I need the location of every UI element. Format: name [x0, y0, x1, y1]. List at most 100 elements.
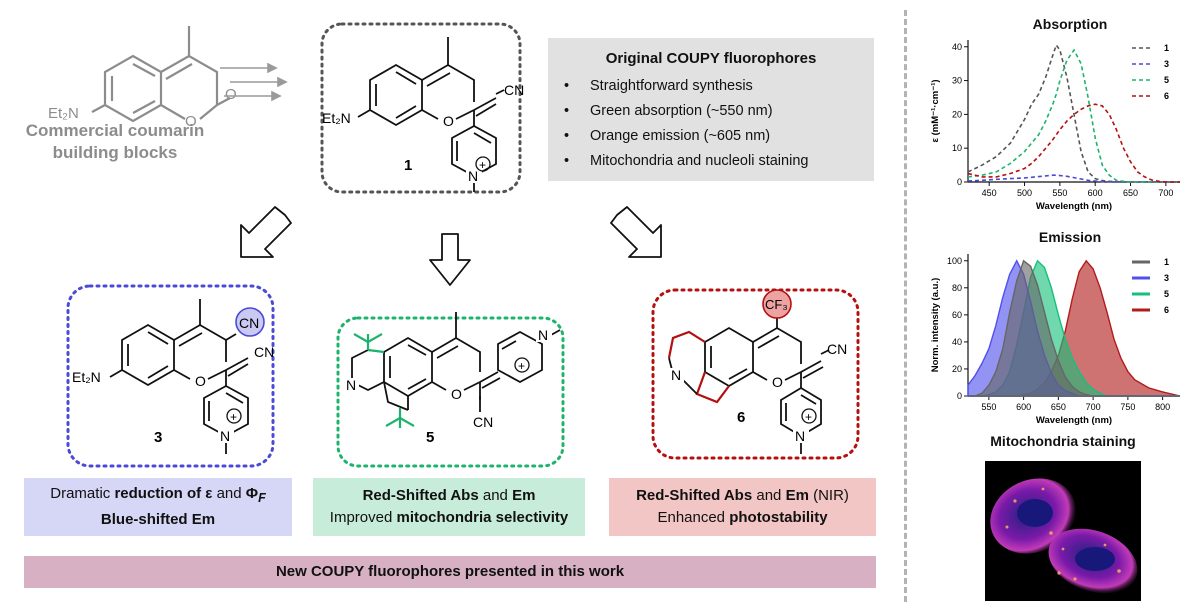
compound-3-structure: CN O CN Et₂N N + 3: [66, 284, 275, 468]
series-3-line: [967, 174, 1180, 183]
x-tick-label: 650: [1123, 188, 1138, 198]
x-axis-label: Wavelength (nm): [1036, 415, 1112, 426]
commercial-coumarin-line2: building blocks: [52, 143, 178, 162]
mitochondria-staining-image: [985, 461, 1141, 601]
cell-micrograph: [990, 478, 1138, 594]
legend-label: 6: [1164, 91, 1169, 101]
caption-text: and: [752, 487, 786, 504]
y-tick-label: 100: [947, 256, 962, 266]
info-item: Mitochondria and nucleoli staining: [564, 149, 808, 174]
info-item: Green absorption (~550 nm): [564, 99, 808, 124]
x-tick-label: 500: [1017, 188, 1032, 198]
svg-text:O: O: [772, 374, 783, 390]
caption-text: Improved: [329, 509, 397, 526]
x-tick-label: 700: [1158, 188, 1173, 198]
info-item: Straightforward synthesis: [564, 74, 808, 99]
compound-6-id: 6: [737, 409, 745, 426]
caption-text: (NIR): [808, 487, 849, 504]
compound-5-id: 5: [426, 429, 434, 446]
compound-1-structure: O CN Et₂N N + 1: [320, 22, 524, 194]
caption-bold: photostability: [729, 509, 828, 526]
pyridinium-n-label: N: [468, 168, 478, 184]
legend-label: 5: [1164, 289, 1169, 299]
coumarin-structure: O O Et₂N: [48, 26, 237, 130]
x-tick-label: 550: [1052, 188, 1067, 198]
series-1-area: [968, 259, 1180, 397]
diethylamino-label: Et₂N: [48, 105, 79, 122]
x-tick-label: 650: [1051, 402, 1066, 412]
legend-label: 3: [1164, 273, 1169, 283]
cn-label: CN: [827, 341, 847, 357]
y-tick-label: 20: [952, 364, 962, 374]
julolidine-n-label: N: [671, 367, 681, 383]
charge-label: +: [479, 158, 486, 172]
caption-compound-6: Red-Shifted Abs and Em (NIR) Enhanced ph…: [609, 478, 876, 536]
y-tick-label: 80: [952, 283, 962, 293]
caption-compound-5: Red-Shifted Abs and Em Improved mitochon…: [313, 478, 585, 536]
new-coupy-banner: New COUPY fluorophores presented in this…: [24, 556, 876, 588]
caption-bold: Blue-shifted Em: [100, 511, 216, 528]
svg-text:O: O: [195, 373, 206, 389]
absorption-title: Absorption: [1032, 16, 1108, 32]
reaction-arrows: [220, 62, 288, 102]
caption-3-line1: Dramatic reduction of ε and ΦF: [24, 483, 292, 509]
mitochondria-title: Mitochondria staining: [990, 433, 1136, 449]
y-tick-label: 60: [952, 310, 962, 320]
carbonyl-oxygen-label: O: [225, 86, 237, 103]
charge-label: +: [230, 410, 237, 424]
original-coupy-box: Original COUPY fluorophores Straightforw…: [548, 38, 874, 181]
et2n-label: Et₂N: [72, 369, 101, 385]
caption-bold: Red-Shifted Abs: [636, 487, 753, 504]
caption-5-line1: Red-Shifted Abs and Em: [313, 485, 585, 507]
julolidine-n-label: N: [346, 377, 356, 393]
caption-bold: Red-Shifted Abs: [362, 487, 479, 504]
caption-6-line2: Enhanced photostability: [609, 507, 876, 529]
commercial-coumarin-line1: Commercial coumarin: [25, 121, 205, 140]
cn-label: CN: [473, 414, 493, 430]
hollow-arrow-left-icon: [240, 206, 292, 258]
cf3-label: CF₃: [765, 297, 788, 312]
y-tick-label: 0: [957, 391, 962, 401]
svg-text:O: O: [443, 113, 454, 129]
caption-text: Enhanced: [657, 509, 730, 526]
et2n-label: Et₂N: [322, 110, 351, 126]
cn-highlight-label: CN: [239, 315, 259, 331]
info-item: Orange emission (~605 nm): [564, 124, 808, 149]
legend-label: 1: [1164, 257, 1169, 267]
caption-bold: Em: [512, 487, 536, 504]
series-5-line: [967, 48, 1180, 183]
pyridinium-n-label: N: [220, 428, 230, 444]
caption-subscript: F: [258, 491, 266, 505]
y-tick-label: 10: [952, 143, 962, 153]
legend-label: 1: [1164, 43, 1169, 53]
svg-text:O: O: [451, 386, 462, 402]
info-box-title: Original COUPY fluorophores: [605, 50, 817, 67]
emission-title: Emission: [1038, 229, 1102, 245]
charge-label: +: [518, 359, 525, 373]
caption-compound-3: Dramatic reduction of ε and ΦF Blue-shif…: [24, 478, 292, 536]
x-tick-label: 450: [982, 188, 997, 198]
legend-label: 6: [1164, 305, 1169, 315]
y-tick-label: 30: [952, 76, 962, 86]
caption-bold: Φ: [245, 485, 259, 502]
x-tick-label: 700: [1086, 402, 1101, 412]
cn-label: CN: [504, 82, 524, 98]
compound-3-id: 3: [154, 429, 162, 446]
series-6-line: [967, 103, 1180, 183]
x-tick-label: 800: [1155, 402, 1170, 412]
x-axis-label: Wavelength (nm): [1036, 201, 1112, 212]
y-tick-label: 40: [952, 42, 962, 52]
caption-text: and: [478, 487, 513, 504]
x-tick-label: 750: [1120, 402, 1135, 412]
x-tick-label: 550: [981, 402, 996, 412]
vertical-separator: [904, 10, 907, 602]
charge-label: +: [805, 410, 812, 424]
y-axis-label: Norm. intensity (a.u.): [930, 278, 941, 372]
caption-bold: Em: [785, 487, 809, 504]
caption-text: and: [212, 485, 246, 502]
y-tick-label: 0: [957, 177, 962, 187]
pyridinium-n-label: N: [795, 428, 805, 444]
caption-3-line2: Blue-shifted Em: [24, 509, 292, 531]
info-box-list: Straightforward synthesis Green absorpti…: [564, 74, 808, 174]
